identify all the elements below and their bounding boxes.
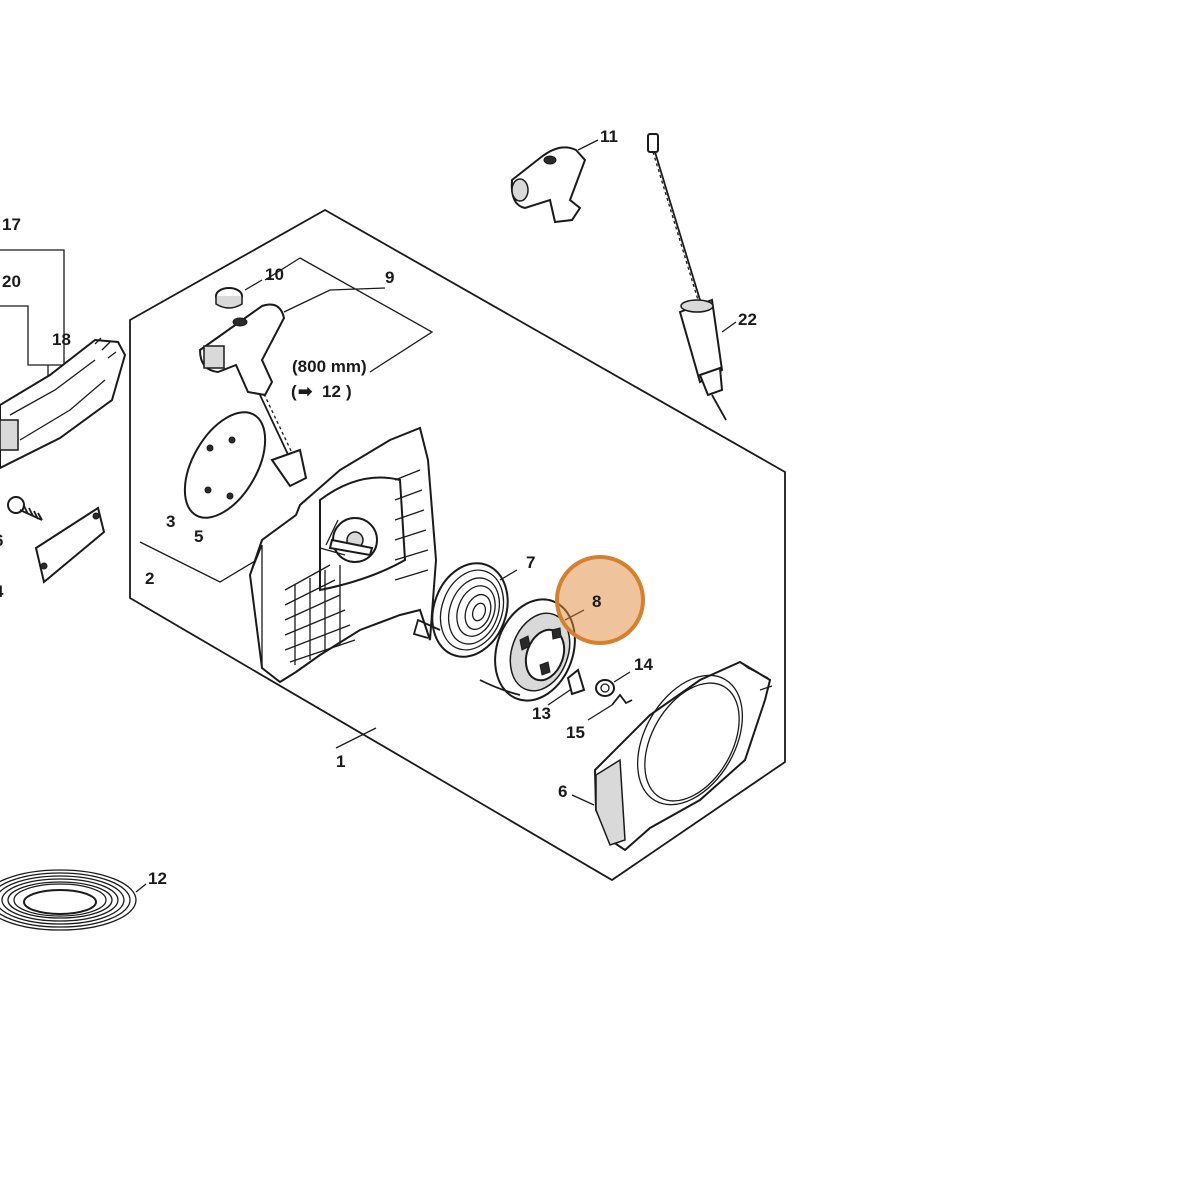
- plate-part-4: [34, 506, 106, 584]
- arrow-right-icon: ➡: [298, 382, 313, 401]
- callout-4[interactable]: 4: [0, 582, 4, 601]
- rope-reference-close: ): [346, 382, 352, 401]
- washer-part-14: [595, 671, 631, 697]
- highlight-circle-part-8[interactable]: [555, 555, 645, 645]
- spring-clip-part-15: [587, 693, 633, 721]
- callout-14[interactable]: 14: [634, 655, 653, 674]
- starter-grip-part-11: [510, 139, 599, 224]
- spring-part-12: [0, 869, 147, 931]
- assembly-frame: [129, 208, 786, 882]
- callout-12-spring[interactable]: 12: [148, 869, 167, 888]
- rope-part-22: [647, 133, 737, 421]
- callout-9[interactable]: 9: [385, 268, 394, 287]
- rewind-spring-part-7: [412, 562, 518, 658]
- pawl-part-13: [547, 668, 586, 706]
- housing-grille: [284, 469, 429, 665]
- callout-6[interactable]: 6: [558, 782, 567, 801]
- callout-18[interactable]: 18: [52, 330, 71, 349]
- rope-length-note: (800 mm): [292, 357, 367, 376]
- fan-housing-part-1: [248, 426, 438, 749]
- callout-16[interactable]: 6: [0, 531, 3, 550]
- callout-15[interactable]: 15: [566, 723, 585, 742]
- callout-17[interactable]: 17: [2, 215, 21, 234]
- grip-part-9: [198, 287, 386, 488]
- screw-part-16: [7, 496, 43, 521]
- left-bracket-assembly: [0, 249, 127, 470]
- callout-8[interactable]: 8: [592, 592, 601, 611]
- callout-2[interactable]: 2: [145, 569, 154, 588]
- washer-disc-part-3: [139, 411, 291, 583]
- callout-1[interactable]: 1: [336, 752, 345, 771]
- callout-20[interactable]: 20: [2, 272, 21, 291]
- callout-11[interactable]: 11: [600, 127, 618, 146]
- rope-reference-part[interactable]: 12: [322, 382, 341, 401]
- rope-callout-box: [264, 257, 434, 373]
- callout-10[interactable]: 10: [265, 265, 284, 284]
- rope-rotor-part-8: [479, 598, 585, 702]
- rope-reference-open: (: [291, 382, 297, 401]
- callout-13[interactable]: 13: [532, 704, 551, 723]
- callout-22[interactable]: 22: [738, 310, 757, 329]
- rope-reference-note: ( ➡ 12 ): [291, 382, 352, 401]
- callout-7[interactable]: 7: [526, 553, 535, 572]
- callout-5[interactable]: 5: [194, 527, 203, 546]
- cap-part-10: [215, 279, 263, 309]
- cover-part-6: [571, 660, 773, 852]
- callout-3[interactable]: 3: [166, 512, 175, 531]
